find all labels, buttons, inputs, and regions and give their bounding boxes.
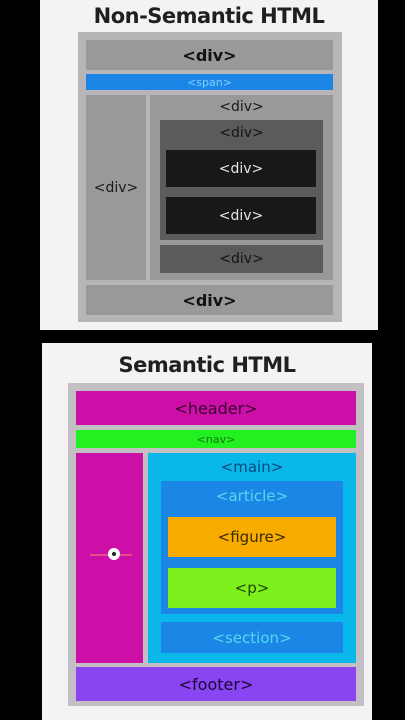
footer-block: <footer> [76,667,356,701]
figure-block: <figure> [168,517,336,557]
header-block: <header> [76,391,356,425]
lower-div-block: <div> [160,245,323,273]
section-block: <section> [161,622,343,653]
top-div-block: <div> [86,40,333,70]
dark-div-block-1: <div> [166,150,316,187]
semantic-title: Semantic HTML [118,353,296,377]
non-semantic-title: Non-Semantic HTML [93,4,325,28]
bottom-div-block: <div> [86,285,333,315]
span-block: <span> [86,74,333,90]
nav-block: <nav> [76,430,356,448]
sidebar-div-block: <div> [86,95,146,280]
dark-div-block-2: <div> [166,197,316,234]
p-block: <p> [168,568,336,608]
cursor-icon [108,548,120,560]
cursor-dot [112,552,116,556]
